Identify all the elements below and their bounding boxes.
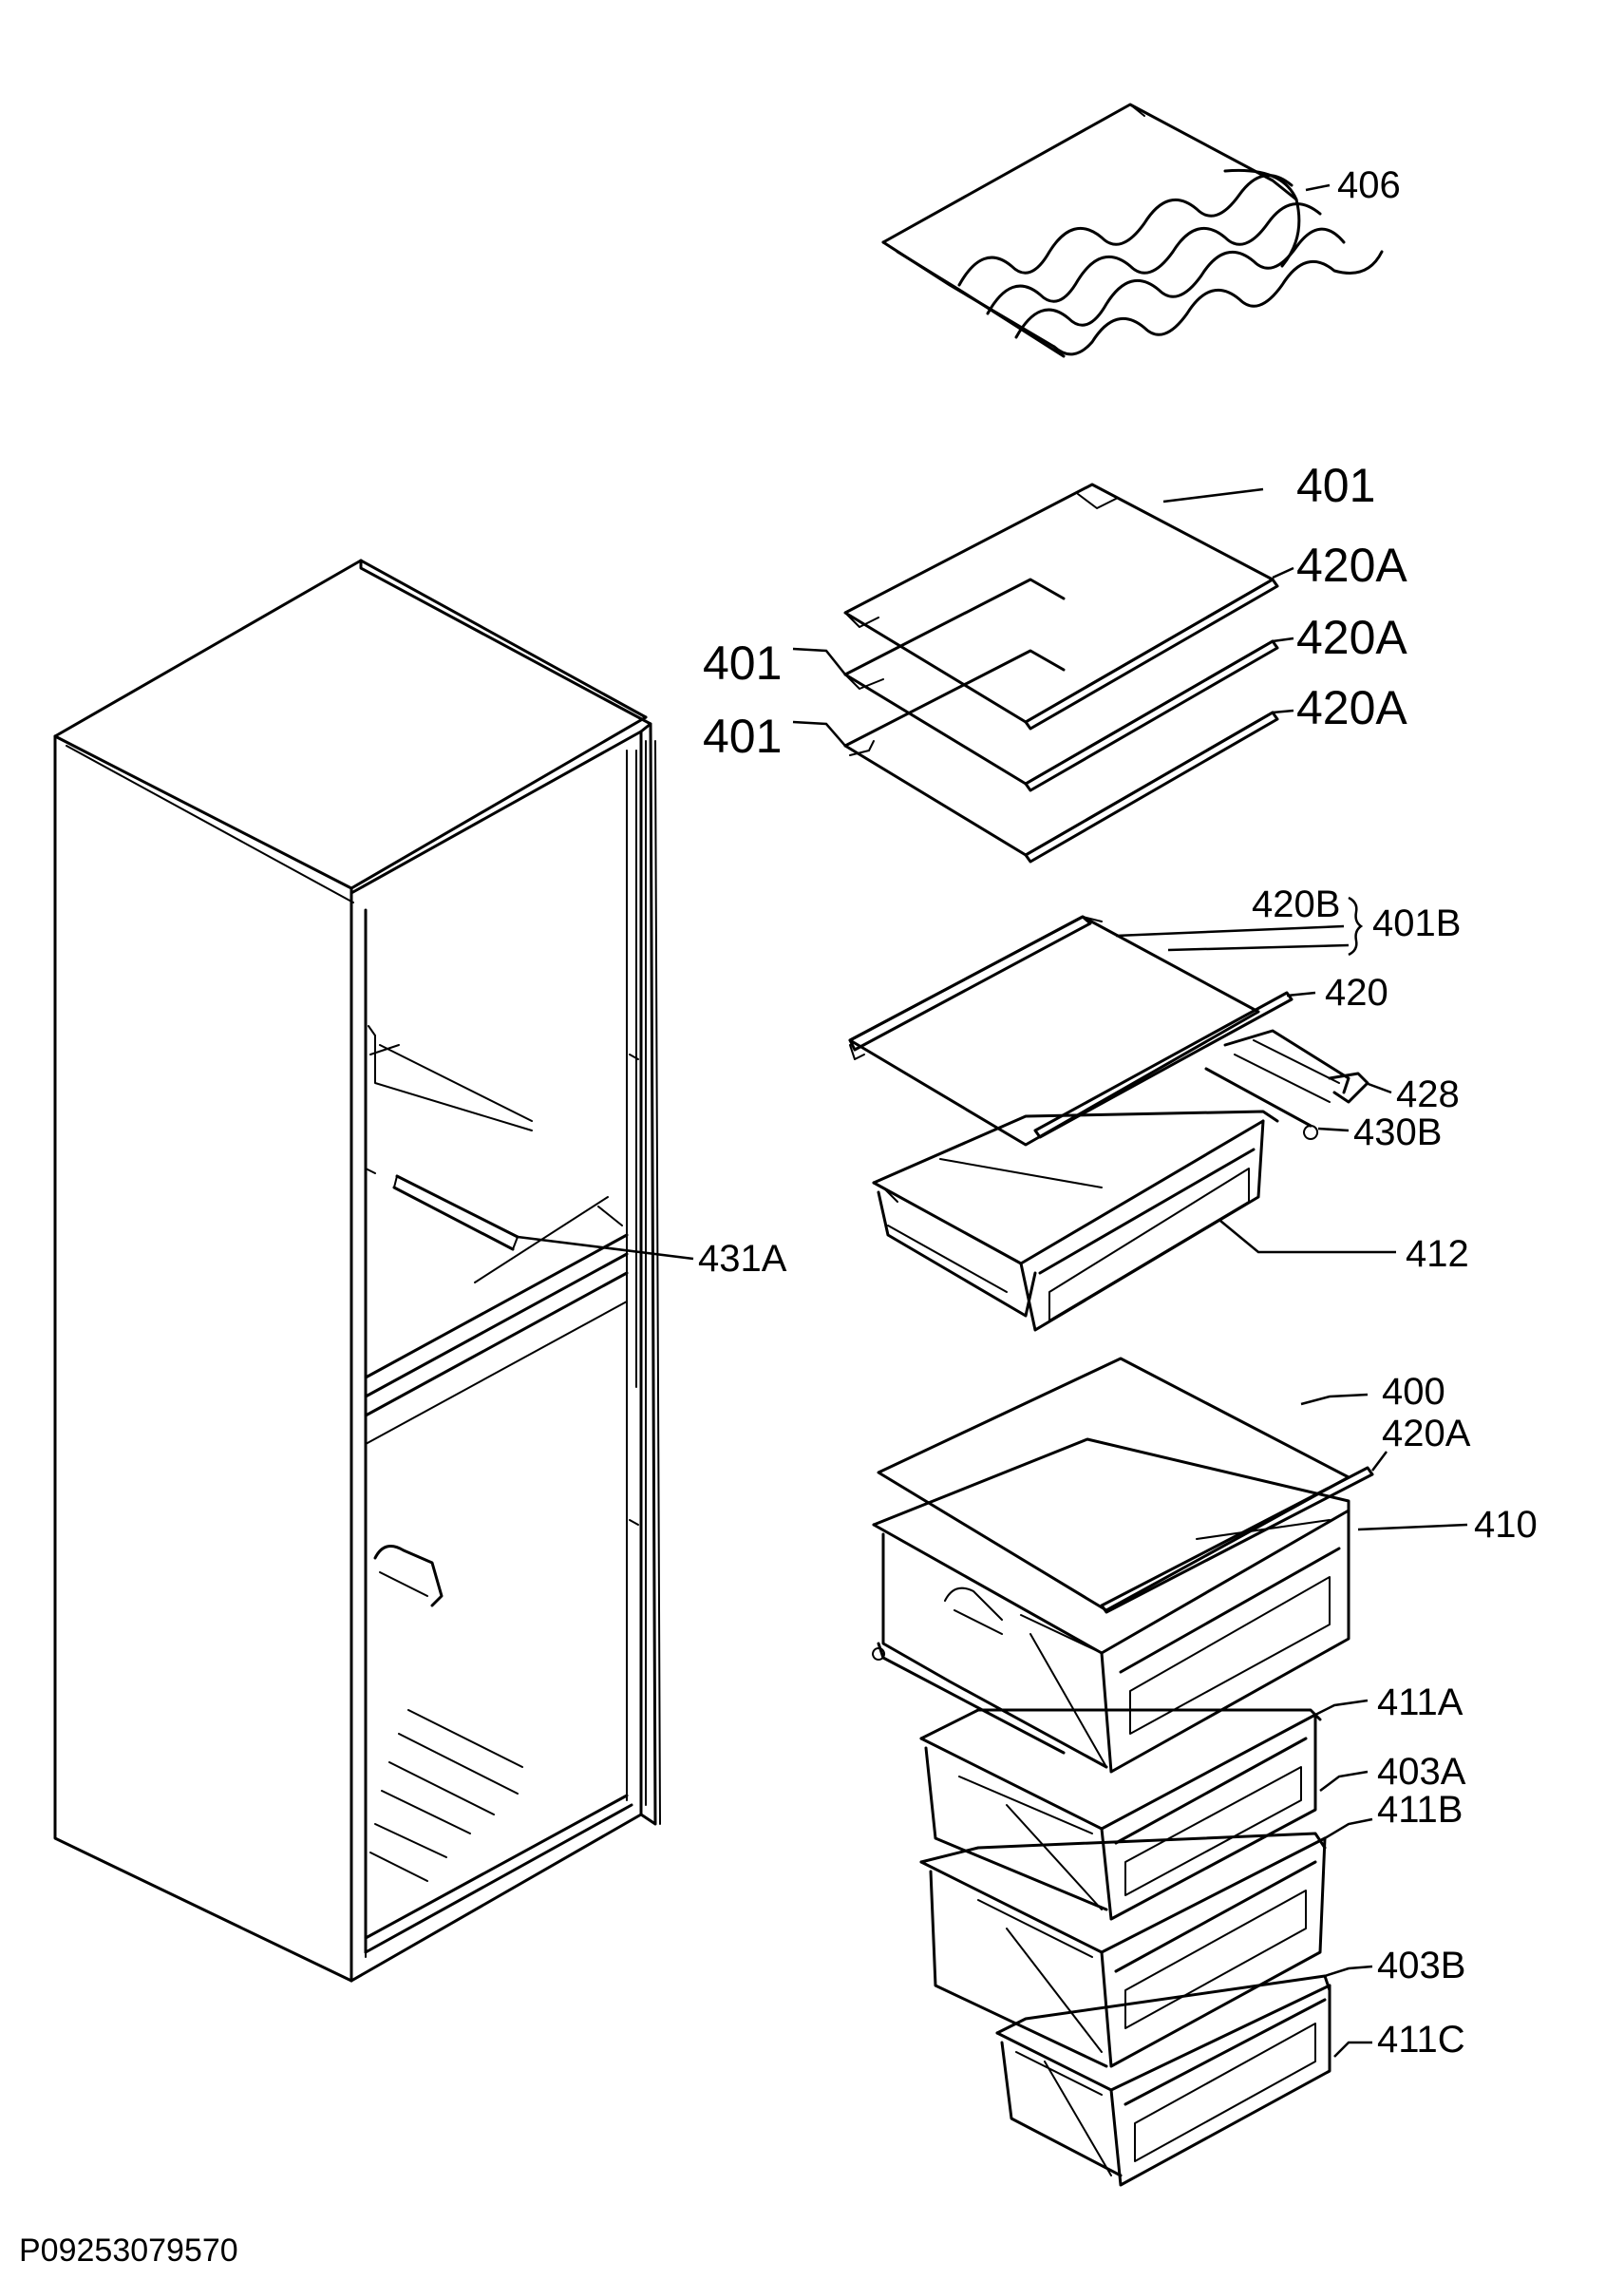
callout-420A-1: 420A [1296, 539, 1407, 592]
glass-shelf-400 [877, 1357, 1374, 1614]
callout-420B: 420B [1252, 884, 1340, 925]
callout-412: 412 [1406, 1233, 1469, 1275]
callout-420A-3: 420A [1296, 681, 1407, 734]
callout-406: 406 [1337, 164, 1401, 206]
drawer-410 [872, 1437, 1350, 1774]
drawer-412 [872, 1110, 1279, 1332]
callout-431A: 431A [698, 1238, 787, 1280]
fridge-cabinet [53, 559, 661, 1983]
callout-410: 410 [1474, 1504, 1538, 1546]
callout-428: 428 [1396, 1074, 1460, 1115]
callout-420: 420 [1325, 972, 1388, 1014]
callout-411A: 411A [1377, 1682, 1463, 1723]
callout-401-mid: 401 [703, 636, 782, 690]
callout-420A-2: 420A [1296, 611, 1407, 664]
callout-400: 400 [1382, 1371, 1445, 1413]
drawer-411C [995, 1974, 1331, 2187]
callout-401-top: 401 [1296, 459, 1375, 512]
callout-403A: 403A [1377, 1751, 1466, 1793]
callout-411C: 411C [1377, 2019, 1465, 2061]
glass-shelves-401 [843, 483, 1279, 864]
wine-rack-406 [881, 103, 1384, 358]
drawer-411B [919, 1832, 1327, 2068]
callout-401-low: 401 [703, 710, 782, 763]
callout-430B: 430B [1353, 1112, 1442, 1153]
document-id: P09253079570 [19, 2232, 238, 2269]
callout-401B: 401B [1372, 902, 1461, 944]
callout-403B: 403B [1377, 1945, 1465, 1986]
callout-411B: 411B [1377, 1789, 1463, 1831]
callout-420A-4: 420A [1382, 1413, 1471, 1454]
shelf-401B-assembly [848, 915, 1369, 1147]
drawer-411A [919, 1708, 1322, 1921]
